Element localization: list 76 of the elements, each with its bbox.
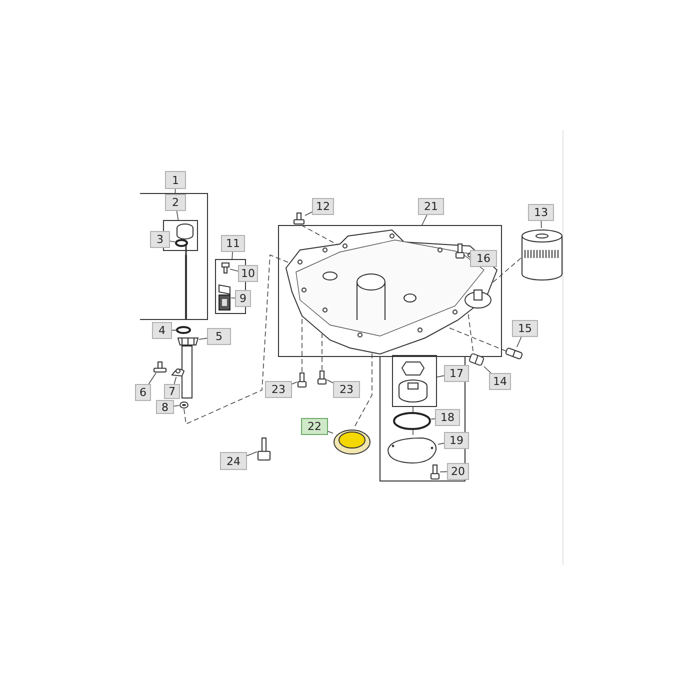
dashed-guide-line — [412, 406, 414, 412]
leader-line — [304, 212, 312, 216]
dashed-guide-line — [184, 254, 290, 425]
leader-line — [174, 376, 177, 384]
bolt-drawing — [257, 437, 271, 461]
callout-number: 18 — [435, 409, 460, 426]
leader-line — [148, 372, 156, 384]
leader-line — [174, 405, 180, 406]
bolt-drawing — [293, 212, 305, 225]
callout-number: 24 — [220, 452, 247, 470]
bolt-drawing — [455, 243, 465, 259]
leader-line — [464, 252, 470, 255]
callout-number: 23 — [265, 381, 292, 398]
callout-number: 12 — [312, 198, 334, 215]
leader-line — [430, 418, 436, 420]
dashed-guide-line — [468, 312, 474, 352]
leader-line — [198, 338, 208, 340]
leader-line — [246, 451, 258, 456]
o-ring-drawing — [175, 239, 188, 247]
callout-number: 22 — [301, 418, 328, 435]
tube-nut-drawing — [177, 336, 199, 346]
leader-line — [292, 382, 298, 384]
leader-line — [436, 375, 444, 378]
leader-line — [422, 214, 428, 226]
o-ring-drawing — [393, 412, 431, 430]
dashed-guide-line — [446, 326, 506, 352]
leader-line — [438, 442, 444, 445]
group-frame — [392, 355, 437, 407]
group-frame — [140, 193, 208, 320]
leader-line — [170, 240, 176, 242]
plug-drawing — [505, 347, 523, 360]
leader-line — [516, 336, 522, 348]
callout-number: 8 — [156, 400, 174, 414]
callout-number: 20 — [447, 463, 469, 480]
callout-number: 13 — [528, 204, 554, 221]
leader-line — [172, 330, 176, 331]
o-ring-drawing — [176, 326, 191, 334]
callout-number: 1 — [165, 171, 186, 189]
leader-line — [440, 471, 448, 472]
callout-number: 19 — [444, 432, 469, 449]
tag-drawing — [218, 284, 231, 311]
callout-number: 2 — [165, 194, 186, 211]
leader-line — [484, 366, 492, 374]
callout-number: 4 — [152, 322, 172, 339]
callout-number: 3 — [150, 231, 170, 248]
callout-number: 17 — [444, 365, 469, 382]
bolt-drawing — [317, 370, 327, 385]
bolt-drawing — [430, 464, 440, 480]
washer-drawing — [179, 401, 189, 409]
leader-line — [328, 431, 334, 434]
callout-number: 16 — [470, 250, 497, 267]
callout-number: 15 — [512, 320, 538, 337]
callout-number: 11 — [221, 235, 245, 252]
bolt-drawing — [297, 372, 307, 388]
callout-number: 10 — [238, 265, 258, 282]
leader-line — [540, 220, 542, 228]
screw-drawing — [221, 262, 230, 274]
callout-number: 23 — [333, 381, 360, 398]
leader-line — [232, 252, 233, 260]
dashed-guide-line — [412, 430, 414, 438]
leader-line — [230, 268, 238, 272]
callout-number: 21 — [418, 198, 444, 215]
dashed-guide-line — [354, 352, 372, 426]
callout-number: 7 — [164, 384, 180, 399]
callout-number: 5 — [207, 328, 231, 345]
leader-line — [176, 210, 179, 220]
bolt-drawing — [153, 361, 167, 373]
callout-number: 9 — [235, 290, 251, 307]
callout-number: 6 — [135, 384, 151, 401]
leader-line — [326, 380, 334, 384]
callout-number: 14 — [489, 373, 511, 390]
cover-plate-drawing — [386, 436, 438, 464]
leader-line — [174, 188, 176, 194]
oil-filter-drawing — [521, 228, 563, 280]
dashed-guide-line — [490, 258, 522, 284]
dashed-guide-line — [300, 224, 338, 246]
